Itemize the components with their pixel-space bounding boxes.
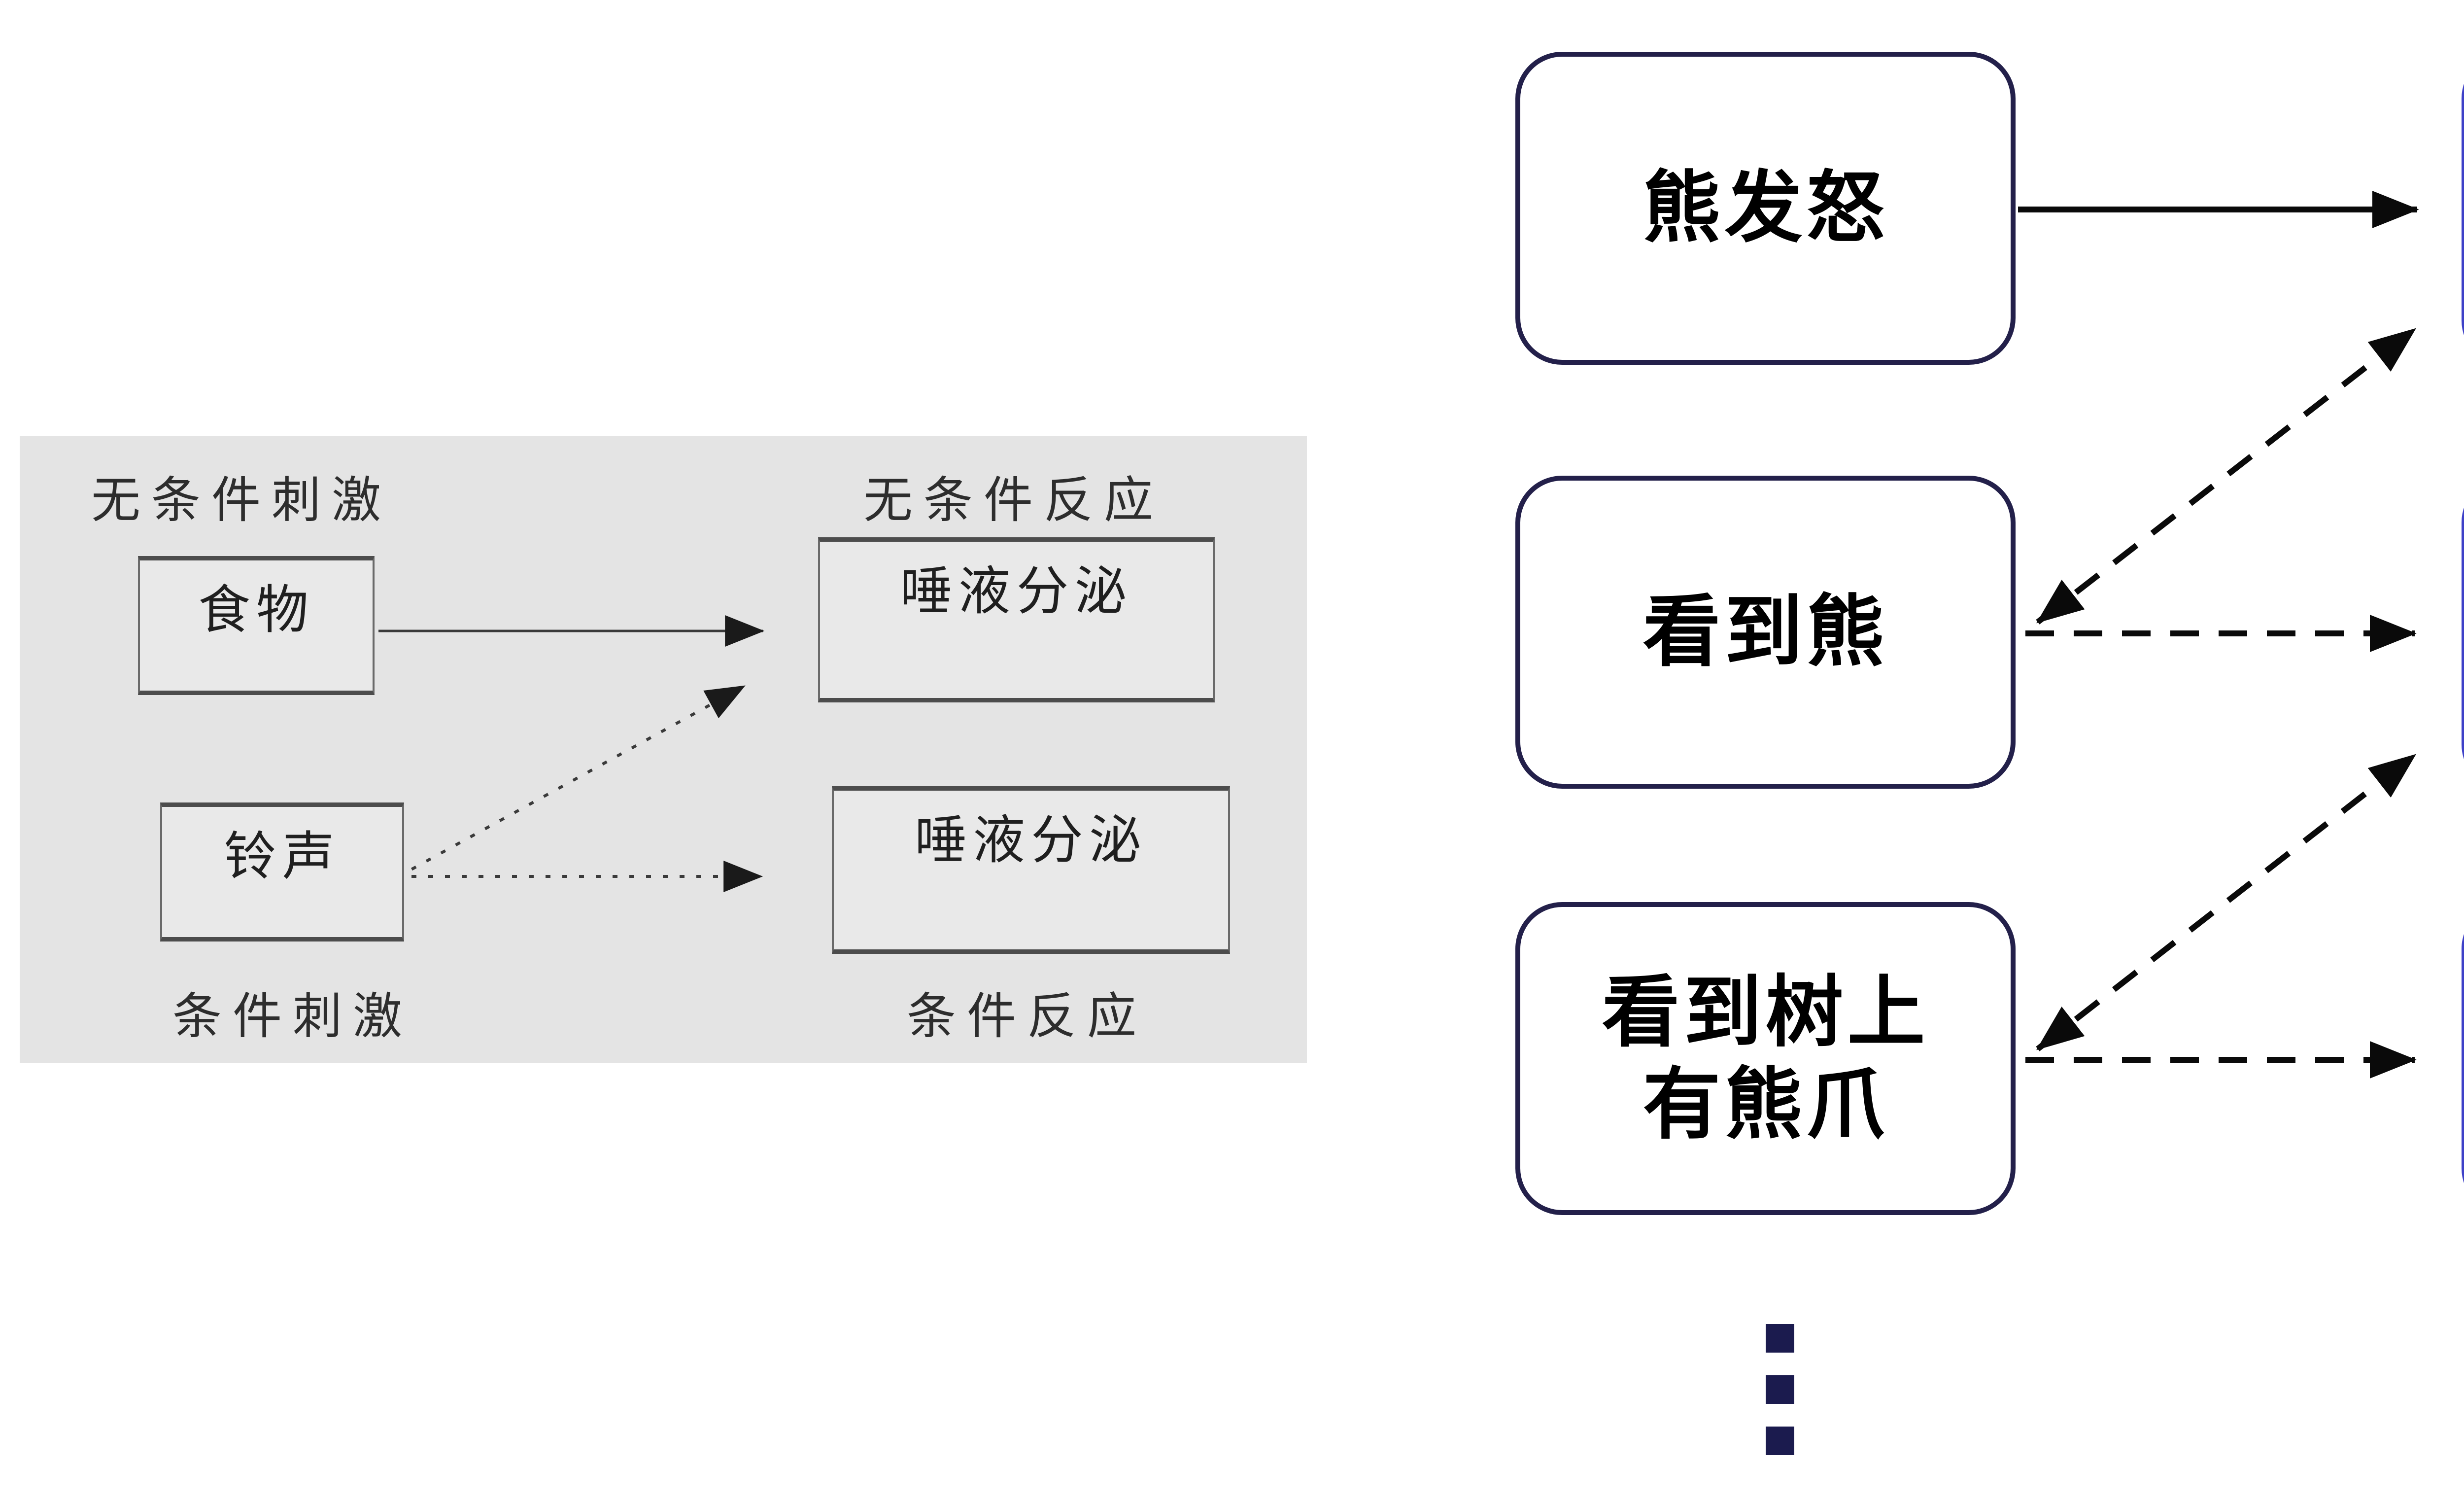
food-box-label: 食物 [198, 581, 314, 639]
salivation-bottom-box: 唾液分泌 [832, 786, 1230, 954]
salivation-top-box: 唾液分泌 [818, 537, 1215, 702]
pavlov-panel: 无条件刺激 无条件反应 食物 唾液分泌 铃声 唾液分泌 条件刺激 条件反应 [20, 436, 1307, 1063]
see-bear-label: 看到熊 [1643, 589, 1888, 676]
salivation-bottom-label: 唾液分泌 [915, 811, 1147, 870]
vs-box: V(s) [2462, 902, 2464, 1215]
conditioned-response-label: 条件反应 [907, 989, 1147, 1044]
see-claw-label-line2: 有熊爪 [1643, 1061, 1888, 1148]
see-bear-box: 看到熊 [1515, 476, 2016, 789]
unconditioned-stimulus-label: 无条件刺激 [91, 473, 392, 528]
arrow-see-claw-vs-prime-dashed [2036, 753, 2417, 1051]
see-claw-box: 看到树上 有熊爪 [1515, 902, 2016, 1215]
left-ellipsis-dots [1766, 1324, 1794, 1455]
bell-box-label: 铃声 [224, 828, 341, 886]
reward-box: 奖励 [2462, 52, 2464, 367]
conditioned-stimulus-label: 条件刺激 [172, 989, 413, 1044]
bear-angry-label: 熊发怒 [1643, 165, 1888, 252]
arrow-see-bear-reward-dashed [2036, 327, 2417, 625]
vs-prime-box: V(s′) [2462, 476, 2464, 791]
salivation-top-label: 唾液分泌 [900, 562, 1133, 621]
bear-angry-box: 熊发怒 [1515, 52, 2016, 365]
unconditioned-response-label: 无条件反应 [863, 473, 1164, 528]
bell-box: 铃声 [160, 802, 404, 941]
food-box: 食物 [138, 556, 375, 695]
see-claw-label-line1: 看到树上 [1602, 969, 1929, 1056]
